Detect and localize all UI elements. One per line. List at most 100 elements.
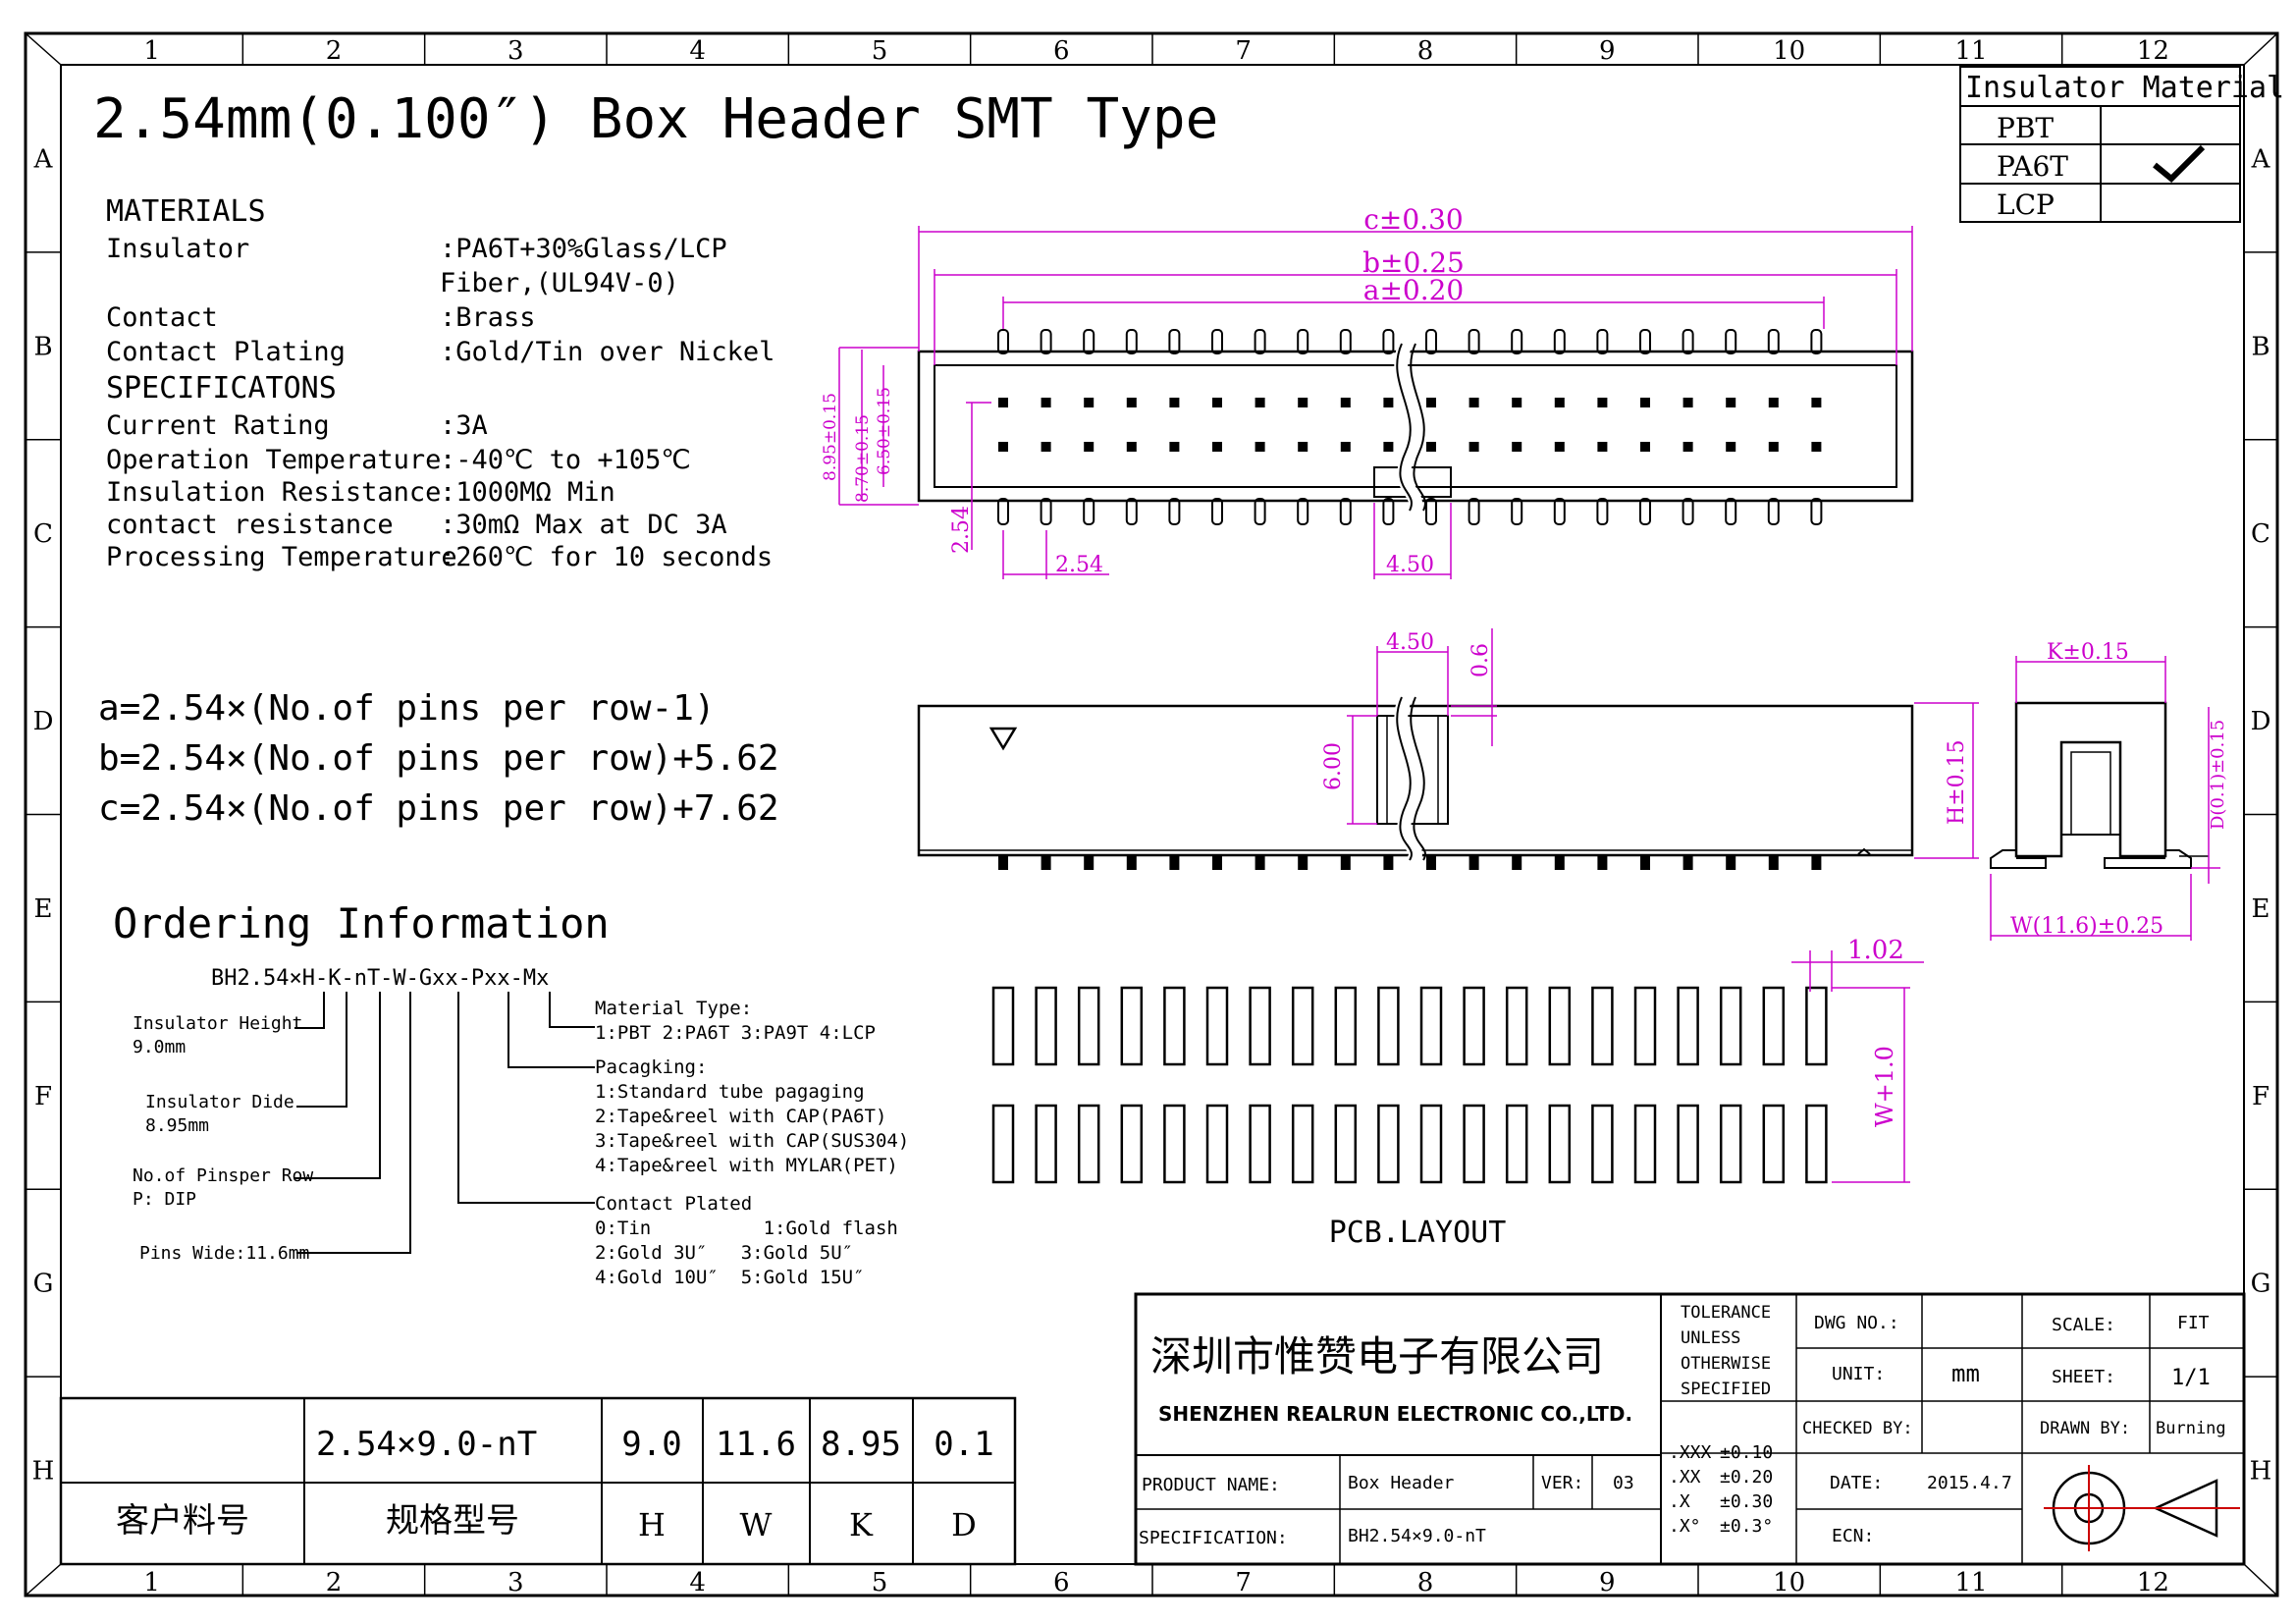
pcb-pad [1505,986,1528,1066]
row-label: E [2252,894,2270,924]
dim-pad-width: 1.02 [1847,936,1904,965]
dwg-no-label: DWG NO.: [1814,1313,1899,1333]
pcb-pad [1463,1104,1485,1184]
contact-plated-heading: Contact Plated [595,1193,752,1215]
pcb-pad [1120,1104,1144,1184]
pcb-pad [1120,986,1144,1066]
side-view-dimensions: 4.50 0.6 6.00 H±0.15 [1321,628,1979,859]
tolerance-label: .X° [1669,1516,1701,1537]
tolerance-value: ±0.10 [1720,1442,1773,1463]
pin-hole [1726,442,1736,452]
pcb-pad [1719,1104,1742,1184]
pin [1511,329,1523,354]
tolerance-heading: SPECIFIED [1681,1380,1771,1399]
pin [1254,329,1266,354]
note-insulator-height: Insulator Height [133,1013,302,1034]
specifications-section: SPECIFICATONS Current Rating :3A Operati… [106,371,773,572]
end-view-drawing [1990,701,2209,869]
pin [1425,329,1437,354]
part-d-value: 0.1 [934,1425,993,1464]
insulator-material-table: Insulator Material PBT PA6T LCP [1959,66,2284,223]
pcb-pad [1077,986,1100,1066]
pin [1767,498,1780,525]
pin [1040,329,1052,354]
unit-label: UNIT: [1832,1364,1885,1384]
pin [1596,498,1609,525]
pin-hole [1426,442,1436,452]
column-label: 2 [326,36,343,66]
pin [1425,498,1437,525]
row-label: C [2251,519,2270,549]
column-label: 7 [1235,36,1252,66]
material-value: :PA6T+30%Glass/LCP [440,234,727,264]
spec-label: Insulation Resistance [106,477,441,508]
pin-hole [1298,398,1308,407]
pin [1383,854,1394,870]
pin [1726,854,1736,870]
column-label: 11 [1954,36,1987,66]
pin [1083,329,1095,354]
pin [997,498,1009,525]
row-label: D [33,707,54,736]
pcb-pad [1677,1104,1699,1184]
row-label: A [33,144,54,174]
pin-hole [1383,442,1394,452]
pin [1553,498,1566,525]
contact-plated-line: 4:Gold 10U″ 5:Gold 15U″ [595,1267,865,1288]
pin [1682,498,1694,525]
pin [1810,498,1823,525]
formulas: a=2.54×(No.of pins per row-1) b=2.54×(No… [98,688,779,829]
tolerance-label: .X [1669,1491,1690,1512]
part-k-value: 8.95 [821,1425,901,1464]
top-view-dimensions: c±0.30 b±0.25 a±0.20 8.95±0.15 8.70±0.15… [821,203,1913,579]
column-label: 3 [507,1568,524,1597]
column-label: 5 [872,1568,888,1597]
materials-heading: MATERIALS [106,194,266,229]
company-name-cn: 深圳市惟赞电子有限公司 [1150,1332,1604,1380]
column-label: 3 [507,36,524,66]
pin-hole [1041,442,1051,452]
ordering-information: Ordering Information BH2.54×H-K-nT-W-Gxx… [113,899,909,1288]
pin-hole [1212,442,1222,452]
pcb-pad [1035,1104,1057,1184]
column-label: 7 [1235,1568,1252,1597]
material-value: :Brass [440,302,536,333]
header-w: W [740,1506,773,1543]
column-label: 5 [872,36,888,66]
spec-label: contact resistance [106,510,394,540]
tolerance-value: ±0.3° [1720,1516,1773,1537]
pin [1169,854,1180,870]
pin [1597,854,1608,870]
spec-label: Operation Temperature [106,445,441,475]
pin-hole [1383,398,1394,407]
pin [1640,854,1650,870]
pin-hole [1726,398,1736,407]
pin [1768,854,1779,870]
spec-value: :260℃ for 10 seconds [440,542,773,572]
zone-grid-lines [26,33,2277,1596]
date-label: DATE: [1830,1473,1883,1493]
specifications-heading: SPECIFICATONS [106,371,337,406]
tolerance-heading: TOLERANCE [1681,1303,1771,1323]
specification-label: SPECIFICATION: [1139,1528,1288,1548]
row-label: F [2252,1082,2269,1111]
pin-hole [1682,442,1693,452]
column-label: 10 [1773,36,1805,66]
dim-pad-span: W+1.0 [1871,1046,1898,1127]
part-number-table: 2.54×9.0-nT 9.0 11.6 8.95 0.1 客户料号 规格型号 … [59,1396,1017,1566]
material-value: Fiber,(UL94V-0) [440,268,679,298]
pin [1596,329,1609,354]
pin [1382,329,1395,354]
dim-key-width: 4.50 [1386,553,1434,577]
pin [1339,329,1352,354]
header-customer-pn: 客户料号 [116,1501,249,1541]
pcb-pad [1762,986,1786,1066]
material-label: Insulator [106,234,249,264]
dim-pitch: 2.54 [1055,553,1103,577]
product-name-value: Box Header [1348,1473,1455,1493]
pcb-pad [1677,986,1699,1066]
row-label: G [2251,1270,2271,1299]
pin [1340,854,1351,870]
pin [1468,498,1480,525]
pcb-pad [1591,1104,1614,1184]
